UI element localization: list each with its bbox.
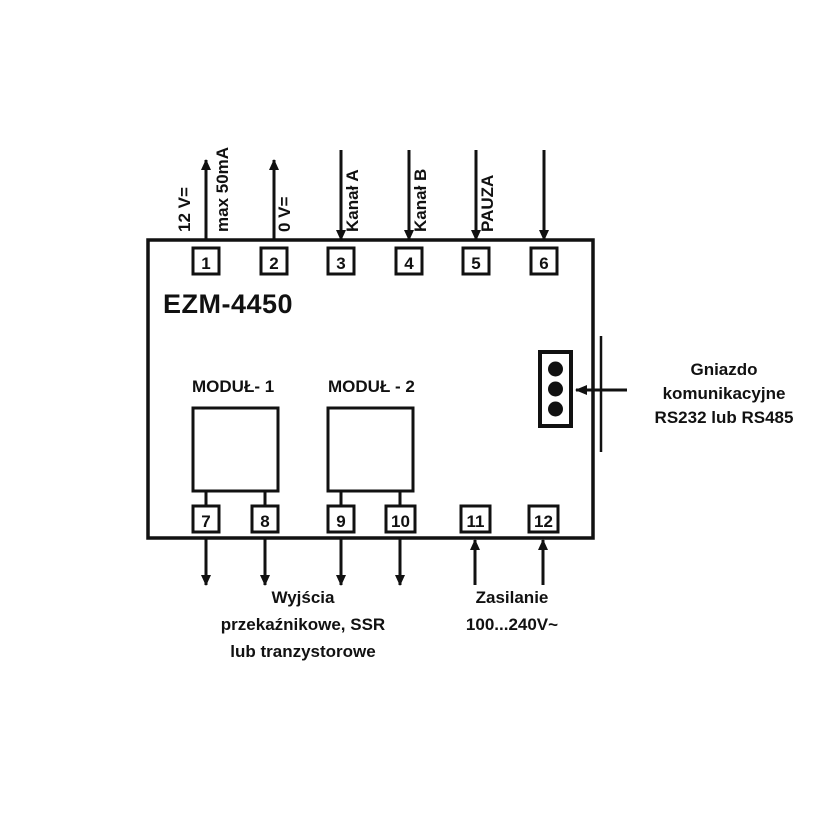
outputs-callout-line-2: przekaźnikowe, SSR	[221, 615, 385, 634]
communication-socket[interactable]	[538, 350, 573, 428]
top-label-0v: 0 V=	[275, 196, 294, 232]
terminal-3: 3	[326, 246, 356, 276]
terminal-6-number: 6	[539, 254, 548, 273]
terminal-12: 12	[527, 504, 560, 534]
module-2-body	[326, 406, 415, 493]
terminal-2-number: 2	[269, 254, 278, 273]
terminal-7: 7	[191, 504, 221, 534]
terminal-1: 1	[191, 246, 221, 276]
outputs-callout-line-3: lub tranzystorowe	[230, 642, 375, 661]
terminal-5: 5	[461, 246, 491, 276]
module-1-body	[191, 406, 280, 493]
top-label-kanal-a: Kanał A	[343, 169, 362, 232]
terminal-11-number: 11	[467, 512, 485, 531]
device-name: EZM-4450	[163, 289, 293, 319]
terminal-4: 4	[394, 246, 424, 276]
top-label-12v: 12 V=	[175, 187, 194, 232]
connector-callout-line-1: Gniazdo	[690, 360, 757, 379]
top-label-max-50ma: max 50mA	[213, 147, 232, 232]
terminal-8: 8	[250, 504, 280, 534]
module-1-label: MODUŁ- 1	[192, 377, 274, 396]
connector-callout-line-2: komunikacyjne	[663, 384, 786, 403]
terminal-1-number: 1	[201, 254, 210, 273]
terminal-9-number: 9	[336, 512, 345, 531]
power-callout-line-1: Zasilanie	[476, 588, 549, 607]
socket-pin-1	[548, 361, 563, 377]
terminal-12-number: 12	[534, 512, 553, 531]
outputs-callout-line-1: Wyjścia	[271, 588, 335, 607]
socket-pin-3	[548, 401, 563, 417]
module-2-label: MODUŁ - 2	[328, 377, 415, 396]
terminal-9: 9	[326, 504, 356, 534]
power-callout-line-2: 100...240V~	[466, 615, 558, 634]
terminal-3-number: 3	[336, 254, 345, 273]
terminal-4-number: 4	[404, 254, 414, 273]
terminal-5-number: 5	[471, 254, 480, 273]
top-label-kanal-b: Kanał B	[411, 169, 430, 232]
socket-pin-2	[548, 381, 563, 397]
terminal-11: 11	[459, 504, 492, 534]
terminal-7-number: 7	[201, 512, 210, 531]
terminal-8-number: 8	[260, 512, 269, 531]
terminal-6: 6	[529, 246, 559, 276]
terminal-10-number: 10	[391, 512, 410, 531]
connector-callout-line-3: RS232 lub RS485	[655, 408, 794, 427]
top-label-pauza: PAUZA	[478, 175, 497, 232]
terminal-2: 2	[259, 246, 289, 276]
terminal-10: 10	[384, 504, 417, 534]
